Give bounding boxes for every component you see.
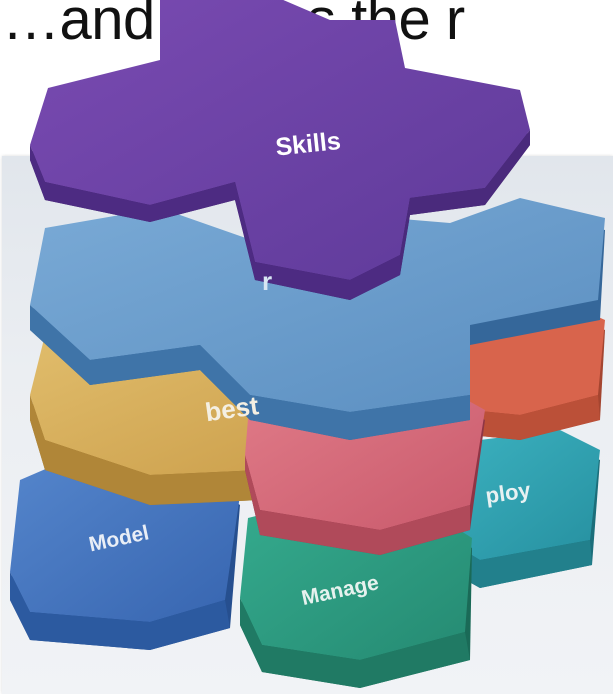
skills-layer [30, 0, 530, 300]
blue-layer-partial-label: r [262, 266, 272, 296]
gold-layer-partial-label: best [203, 390, 260, 427]
skills-label: Skills [274, 127, 342, 162]
blue-layer [30, 198, 605, 440]
